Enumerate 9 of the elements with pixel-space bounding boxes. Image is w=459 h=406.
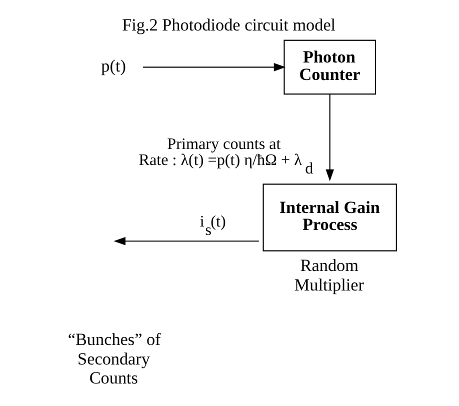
label: “Bunches” of Secondary Counts (67, 330, 160, 388)
node-text: p(t) (100, 56, 126, 76)
arrow (142, 63, 286, 72)
arrow (113, 236, 258, 246)
node-label: Random Multiplier (294, 256, 364, 294)
diagram-title: Fig.2 Photodiode circuit model (122, 15, 336, 34)
node-box: Photon Counter (283, 40, 376, 95)
arrow (325, 94, 334, 182)
node-box: Internal Gain Process (262, 184, 396, 252)
